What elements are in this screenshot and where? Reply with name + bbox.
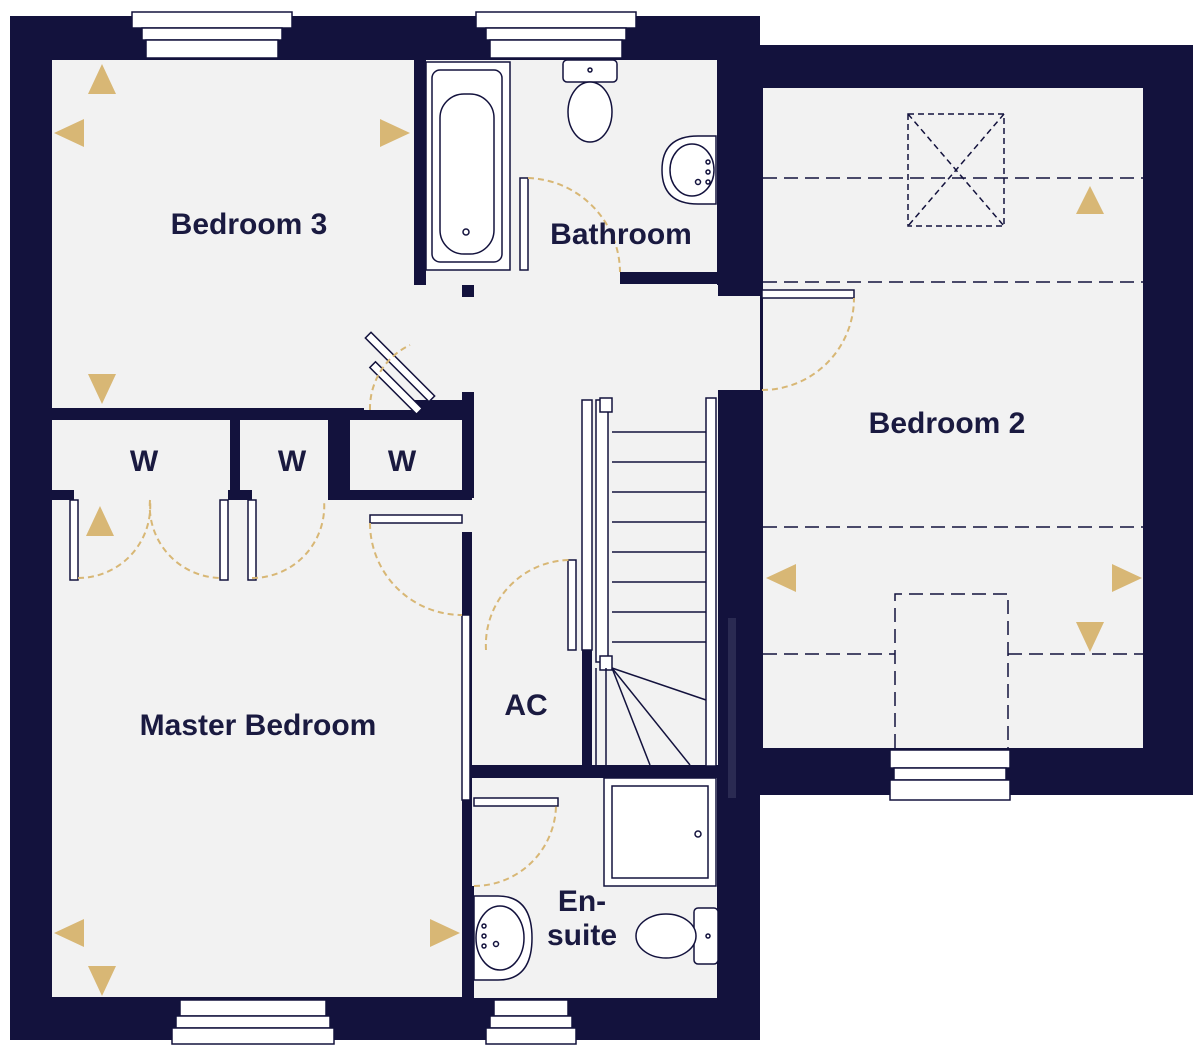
windows <box>131 11 1011 1045</box>
shower-tray-icon <box>603 777 717 887</box>
dimension-arrow-icon <box>1076 186 1104 214</box>
dimension-arrow-icon <box>86 506 114 536</box>
bath-icon <box>425 61 511 271</box>
dimension-arrow-icon <box>54 919 84 947</box>
window-icon <box>171 999 335 1045</box>
stair-handrail <box>728 618 736 798</box>
toilet-icon <box>562 59 618 143</box>
dimension-arrow-icon <box>88 64 116 94</box>
toilet-icon <box>635 907 719 965</box>
room-label-ensuite-line1: En- <box>557 885 607 918</box>
room-label-bathroom: Bathroom <box>550 218 692 251</box>
room-label-bedroom-3: Bedroom 3 <box>170 208 328 241</box>
room-label-master-bedroom: Master Bedroom <box>139 709 377 742</box>
window-icon <box>889 749 1011 801</box>
dimension-arrow-icon <box>380 119 410 147</box>
dimension-arrow-icon <box>1076 622 1104 652</box>
wardrobe-label: W <box>387 445 417 478</box>
window-icon <box>131 11 293 59</box>
skylight-icon <box>907 113 1005 227</box>
dimension-arrow-icon <box>54 119 84 147</box>
door-swings <box>77 177 855 887</box>
dimension-arrow-icon <box>430 919 460 947</box>
door-leaves <box>69 177 855 807</box>
wardrobe-label: W <box>277 445 307 478</box>
dimension-arrow-icon <box>88 374 116 404</box>
dimension-arrows <box>54 64 1142 996</box>
bedroom2-dashed-lines <box>763 177 1143 748</box>
window-icon <box>485 999 577 1045</box>
internal-walls <box>52 60 762 998</box>
basin-icon <box>661 135 717 205</box>
dimension-arrow-icon <box>766 564 796 592</box>
wardrobe-label: W <box>129 445 159 478</box>
dimension-arrow-icon <box>1112 564 1142 592</box>
room-label-ac: AC <box>504 689 548 722</box>
dimension-arrow-icon <box>88 966 116 996</box>
staircase-icon <box>581 397 717 767</box>
floor-areas <box>52 60 1143 998</box>
basin-icon <box>473 895 533 981</box>
window-icon <box>475 11 637 59</box>
room-label-ensuite-line2: suite <box>546 919 618 952</box>
room-label-bedroom-2: Bedroom 2 <box>868 407 1026 440</box>
